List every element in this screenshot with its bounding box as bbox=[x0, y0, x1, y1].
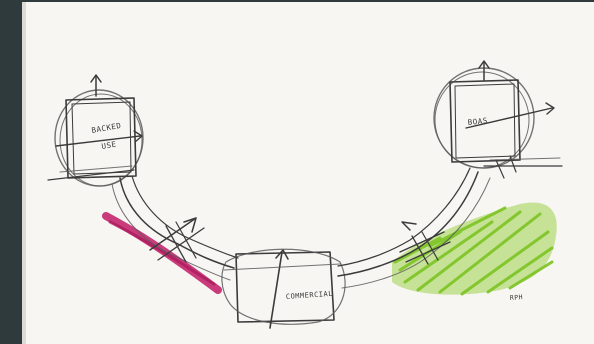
paper-shadow-edge bbox=[22, 2, 26, 344]
corner-note: RPH bbox=[510, 293, 524, 302]
backdrop-left-strip bbox=[0, 0, 24, 344]
